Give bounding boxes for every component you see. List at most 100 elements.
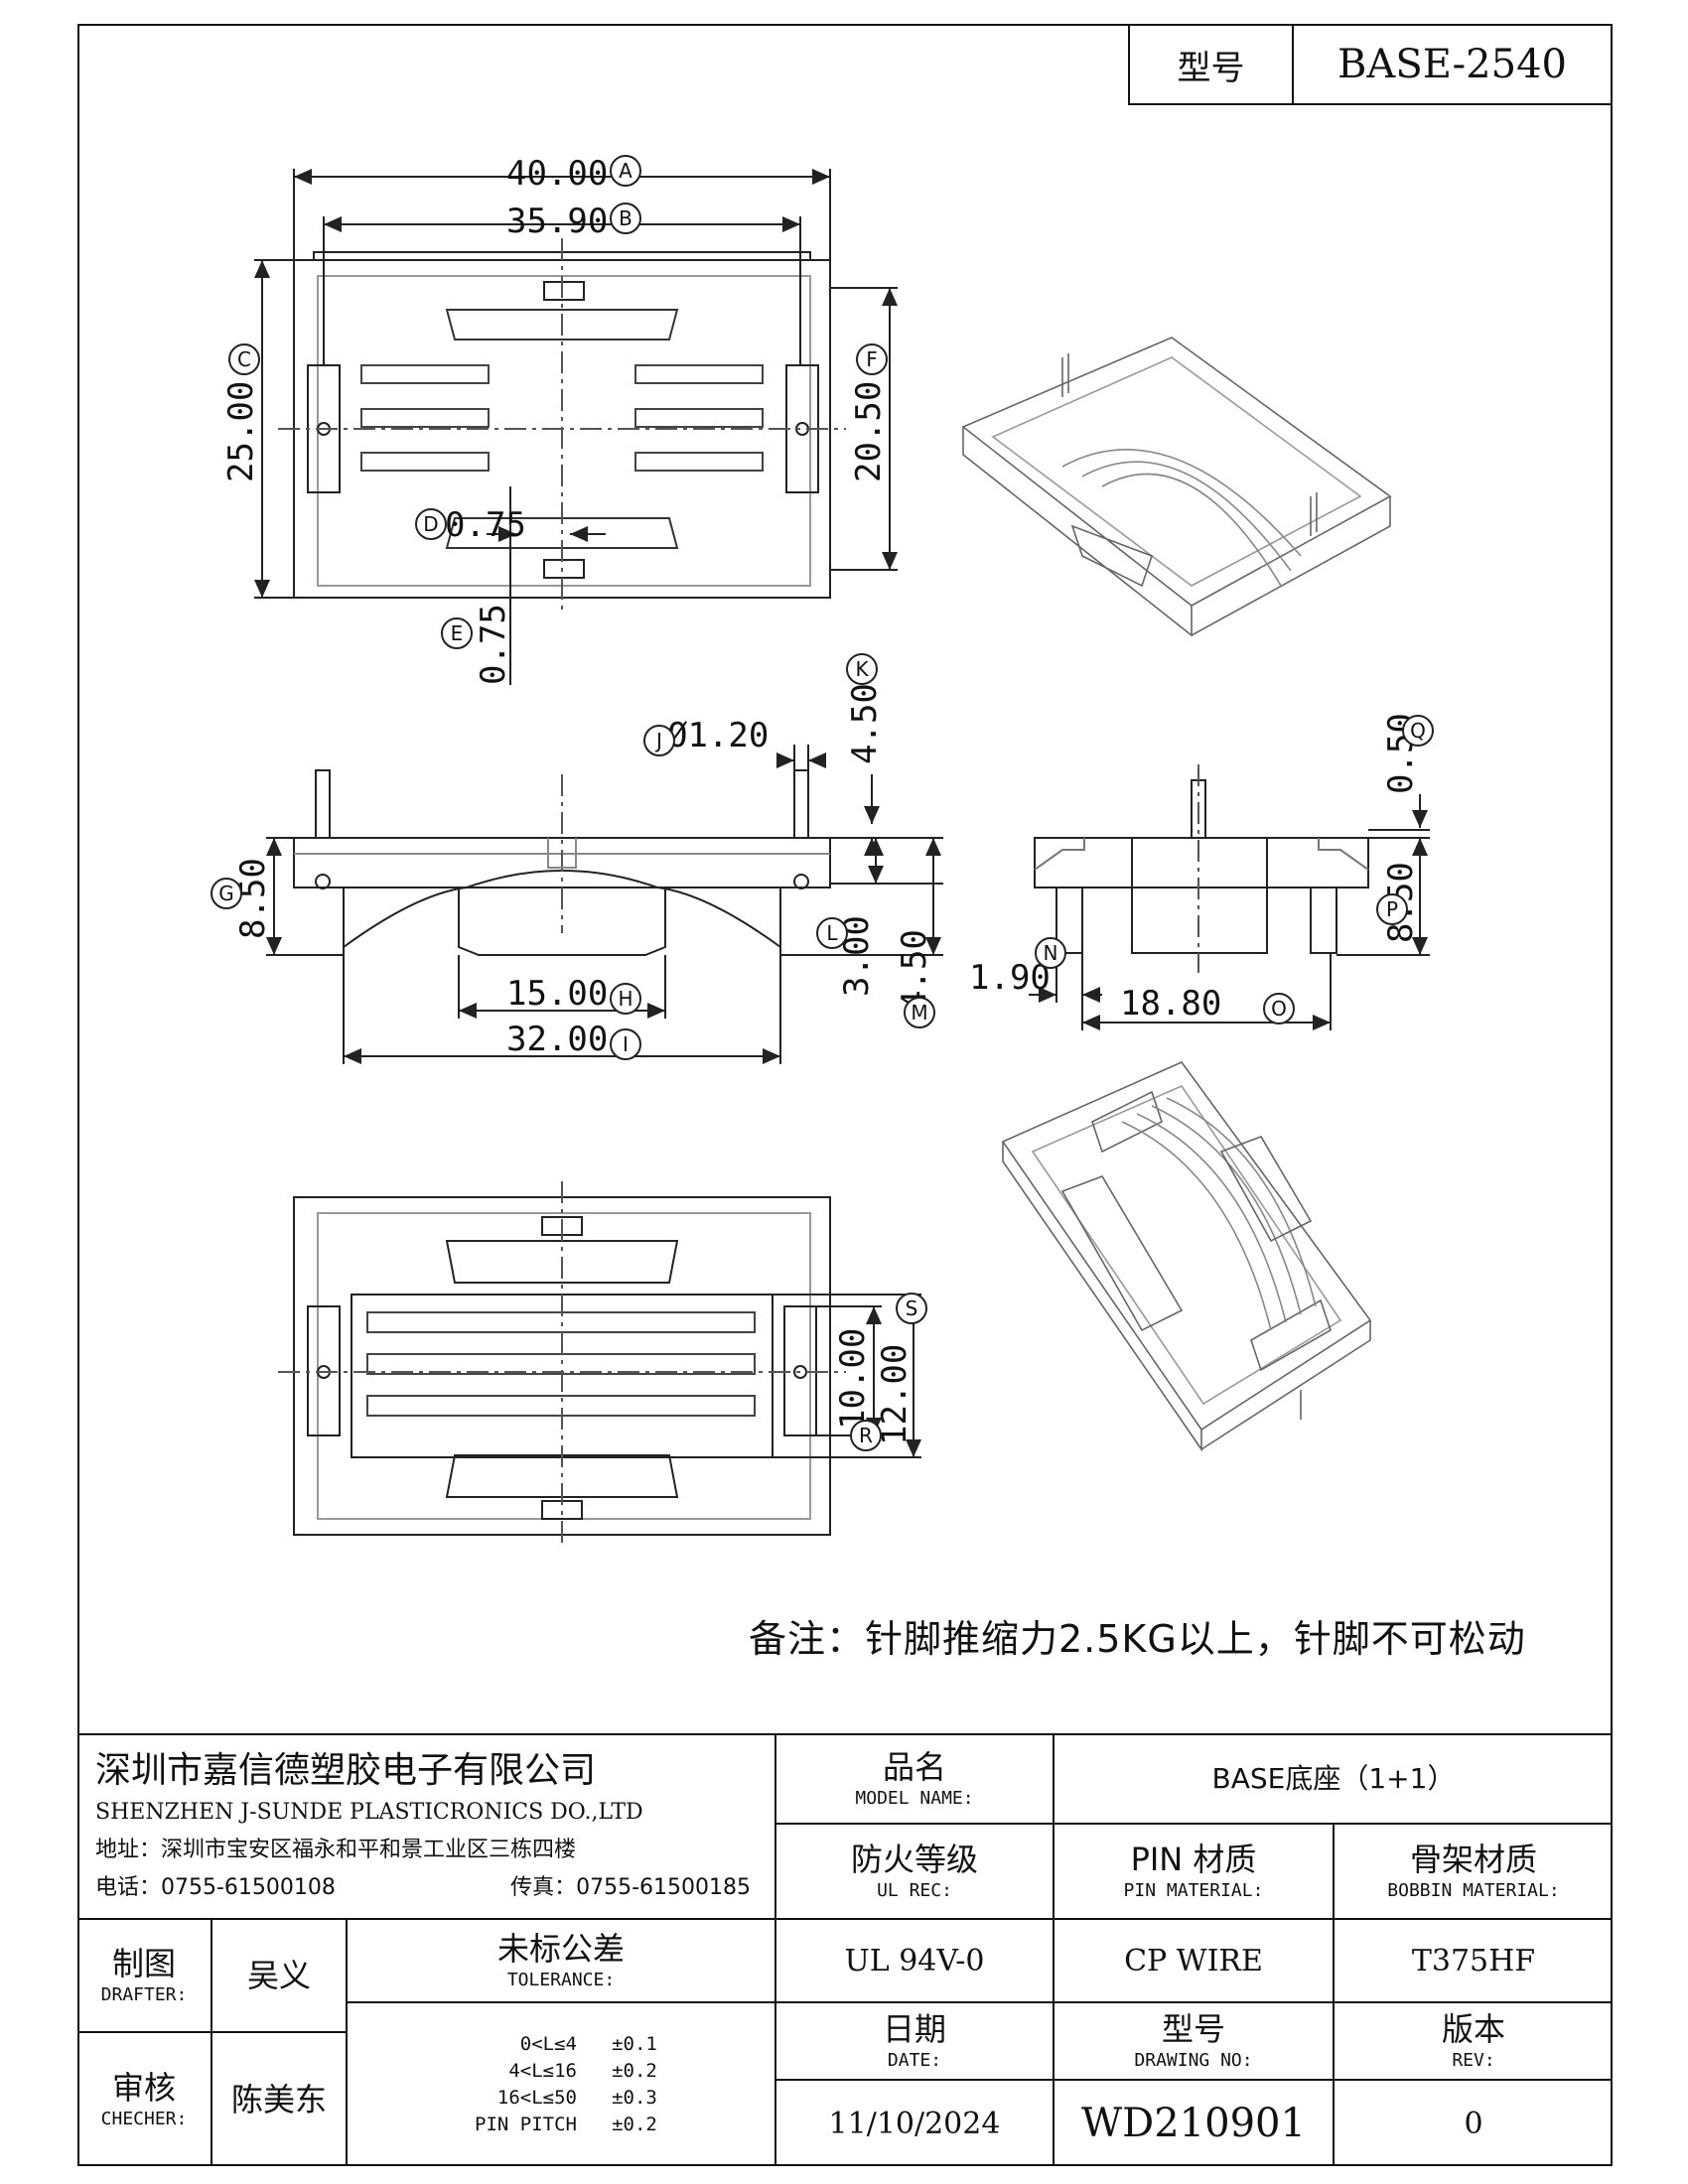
- ul-rec-label-cell: 防火等级 UL REC:: [776, 1825, 1053, 1918]
- dim-tag-h: H: [610, 983, 641, 1015]
- drafter-label-en: DRAFTER:: [100, 1984, 188, 2005]
- tolerance-label-cn: 未标公差: [496, 1930, 625, 1968]
- dim-tag-e: E: [441, 617, 473, 649]
- dim-tag-f: F: [856, 343, 888, 375]
- ul-rec-value-cell: UL 94V-0: [776, 1920, 1053, 2001]
- dim-tag-letter: M: [911, 1001, 927, 1024]
- dim-tag-letter: E: [451, 621, 464, 645]
- dim-tag-p: P: [1376, 893, 1408, 925]
- checker-label-cn: 审核: [111, 2069, 176, 2107]
- dim-tag-o: O: [1263, 993, 1295, 1024]
- title-model-value: BASE-2540: [1337, 42, 1567, 87]
- checker-label-en: CHECHER:: [100, 2109, 188, 2129]
- dim-tag-l: L: [816, 917, 848, 949]
- dim-tag-s: S: [896, 1293, 927, 1324]
- tolerance-value: ±0.2: [612, 2060, 657, 2082]
- drafter-value-cell: 吴义: [212, 1920, 346, 2031]
- bobbin-material-value: T375HF: [1411, 1943, 1536, 1979]
- tolerance-value: ±0.2: [612, 2114, 657, 2135]
- tolerance-label-en: TOLERANCE:: [506, 1970, 616, 1990]
- dim-tag-letter: J: [654, 729, 662, 752]
- drawing-no-label-cell: 型号 DRAWING NO:: [1055, 2003, 1333, 2079]
- dim-tag-m: M: [904, 997, 935, 1028]
- model-name-label-cell: 品名 MODEL NAME:: [776, 1735, 1053, 1823]
- drawing-no-label-cn: 型号: [1161, 2010, 1225, 2048]
- date-label-en: DATE:: [887, 2050, 942, 2071]
- bobbin-material-value-cell: T375HF: [1335, 1920, 1613, 2001]
- rev-label-cell: 版本 REV:: [1335, 2003, 1613, 2079]
- bobbin-material-label-cn: 骨架材质: [1409, 1841, 1537, 1878]
- company-name-en: SHENZHEN J-SUNDE PLASTICRONICS DO.,LTD: [95, 1800, 643, 1825]
- dim-m-value: 4.50: [895, 929, 934, 1011]
- dim-tag-letter: C: [237, 347, 251, 371]
- dim-s-value: 12.00: [875, 1344, 914, 1445]
- pin-material-label-cn: PIN 材质: [1130, 1841, 1257, 1878]
- dim-tag-letter: A: [619, 159, 633, 183]
- checker-value-cell: 陈美东: [212, 2033, 346, 2166]
- dim-c-value: 25.00: [221, 381, 261, 482]
- model-name-value: BASE底座（1+1）: [1211, 1762, 1456, 1795]
- tolerance-range: 0<L≤4: [519, 2033, 577, 2055]
- tolerance-value: ±0.1: [612, 2033, 657, 2055]
- checker-value: 陈美东: [230, 2081, 327, 2118]
- dim-tag-a: A: [610, 155, 641, 187]
- dim-e-value: 0.75: [474, 604, 513, 685]
- company-name-cn: 深圳市嘉信德塑胶电子有限公司: [95, 1750, 597, 1791]
- ul-rec-label-en: UL REC:: [877, 1880, 952, 1901]
- date-label-cell: 日期 DATE:: [776, 2003, 1053, 2079]
- dim-tag-letter: D: [423, 512, 438, 536]
- ul-rec-label-cn: 防火等级: [850, 1841, 978, 1878]
- pin-material-value-cell: CP WIRE: [1055, 1920, 1333, 2001]
- dim-tag-letter: Q: [1410, 719, 1426, 743]
- title-block: 深圳市嘉信德塑胶电子有限公司 SHENZHEN J-SUNDE PLASTICR…: [77, 1733, 1613, 2166]
- title-model-label: 型号: [1130, 26, 1294, 103]
- drafter-label-cell: 制图 DRAFTER:: [77, 1920, 211, 2031]
- dim-b-value: 35.90: [506, 202, 608, 241]
- isometric-view-bottom: [1001, 1061, 1372, 1452]
- drawing-no-value: WD210901: [1081, 2101, 1306, 2146]
- pin-material-label-en: PIN MATERIAL:: [1123, 1880, 1264, 1901]
- dim-tag-n: N: [1035, 937, 1066, 969]
- dim-j-value: Ø1.20: [667, 716, 769, 755]
- dimension-tags: AB C D E F G HI J K L M N O P Q R S: [211, 155, 1434, 1451]
- tolerance-label-cell: 未标公差 TOLERANCE:: [348, 1920, 774, 2001]
- tolerance-value: ±0.3: [612, 2087, 657, 2109]
- dim-tag-i: I: [610, 1028, 641, 1060]
- dim-tag-j: J: [643, 725, 675, 756]
- rev-value: 0: [1464, 2106, 1483, 2141]
- dim-tag-letter: B: [619, 206, 633, 230]
- dim-tag-letter: S: [906, 1297, 918, 1320]
- drawing-no-label-en: DRAWING NO:: [1134, 2050, 1253, 2071]
- date-label-cn: 日期: [882, 2010, 946, 2048]
- dim-tag-r: R: [850, 1420, 882, 1451]
- company-fax: 传真：0755-61500185: [510, 1875, 751, 1900]
- rev-label-en: REV:: [1452, 2050, 1495, 2071]
- dim-tag-letter: R: [859, 1424, 873, 1447]
- dim-tag-letter: G: [218, 882, 234, 905]
- model-name-label-en: MODEL NAME:: [855, 1788, 974, 1809]
- dim-tag-g: G: [211, 878, 242, 909]
- technical-drawing: 40.00 35.90 25.00 20.50 0.75 0.75: [211, 154, 1434, 1549]
- dim-tag-letter: L: [826, 921, 838, 945]
- drawing-frame: [77, 24, 1613, 2166]
- dim-tag-b: B: [610, 203, 641, 234]
- model-name-value-cell: BASE底座（1+1）: [1055, 1735, 1613, 1823]
- rev-label-cn: 版本: [1441, 2010, 1505, 2048]
- drafter-value: 吴义: [246, 1957, 311, 1994]
- tolerance-range: 16<L≤50: [496, 2087, 577, 2109]
- dim-a-value: 40.00: [506, 154, 608, 194]
- date-value: 11/10/2024: [828, 2106, 1001, 2141]
- company-address: 地址：深圳市宝安区福永和平和景工业区三栋四楼: [95, 1838, 577, 1862]
- drawing-no-value-cell: WD210901: [1055, 2081, 1333, 2166]
- dim-tag-letter: F: [866, 347, 878, 371]
- title-model-box: 型号 BASE-2540: [1128, 24, 1613, 105]
- note-text: 备注：针脚推缩力2.5KG以上，针脚不可松动: [749, 1617, 1526, 1661]
- drafter-label-cn: 制图: [111, 1945, 176, 1982]
- model-name-label-cn: 品名: [882, 1748, 946, 1786]
- dim-o-value: 18.80: [1120, 984, 1221, 1024]
- dim-tag-letter: K: [855, 657, 869, 681]
- dim-tag-letter: N: [1044, 941, 1058, 965]
- bottom-view: [278, 1181, 921, 1549]
- dim-tag-letter: O: [1271, 997, 1287, 1021]
- dim-tag-d: D: [415, 508, 447, 540]
